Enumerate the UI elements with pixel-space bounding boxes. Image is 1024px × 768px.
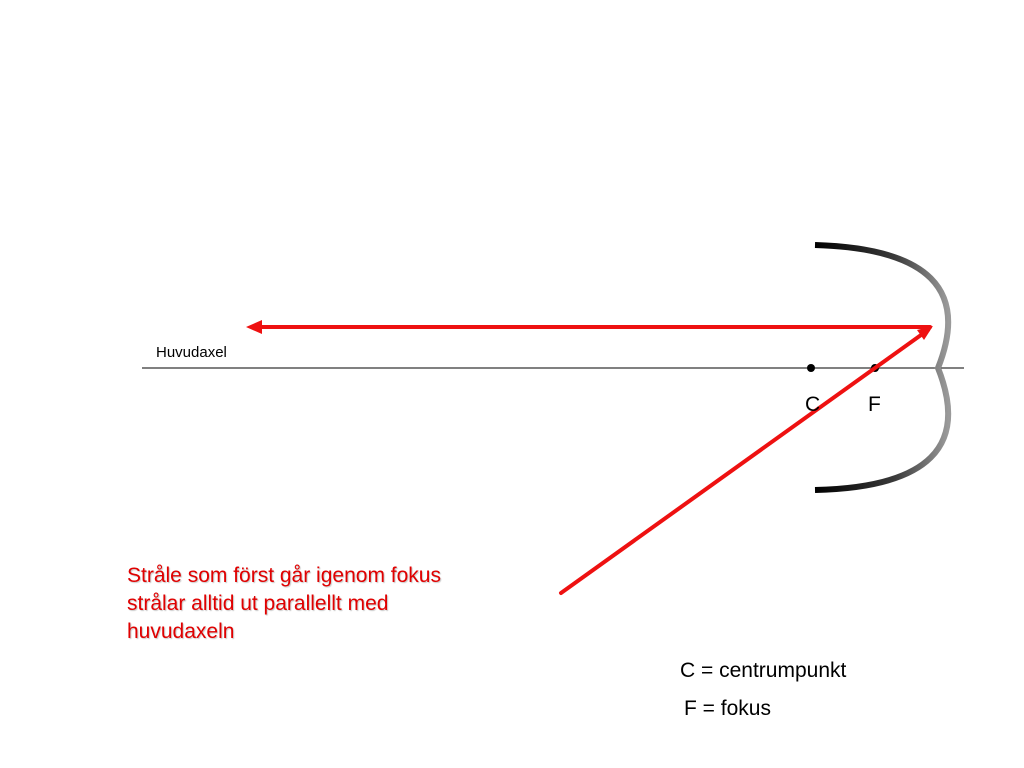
ray-caption-line: huvudaxeln (127, 620, 235, 643)
incident-ray-arrowhead (917, 326, 933, 340)
focus-point-label: F (868, 393, 881, 416)
ray-caption-line: Stråle som först går igenom fokus (127, 564, 441, 587)
concave-mirror (814, 242, 952, 493)
center-point-label: C (805, 393, 821, 416)
center-point-dot (807, 364, 815, 372)
ray-caption-line: strålar alltid ut parallellt med (127, 592, 389, 615)
reflected-ray-arrowhead (246, 320, 262, 334)
legend-center-point: C = centrumpunkt (680, 659, 847, 682)
incident-ray (559, 328, 930, 595)
legend: C = centrumpunkt F = fokus (680, 652, 846, 728)
legend-focus-point: F = fokus (684, 697, 771, 720)
principal-axis-label: Huvudaxel (156, 344, 227, 361)
ray-caption: Stråle som först går igenom fokus stråla… (127, 562, 547, 646)
